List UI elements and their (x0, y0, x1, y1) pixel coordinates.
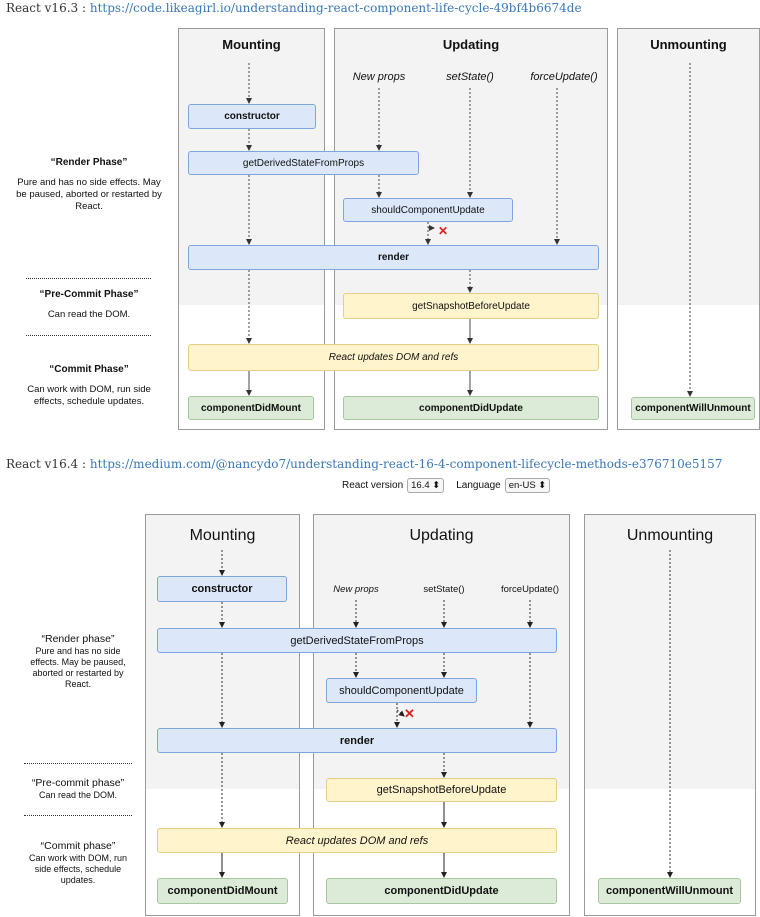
precommit-phase-desc: Can read the DOM. (38, 790, 118, 800)
render-phase-label: “Render phase” Pure and has no side effe… (28, 634, 128, 690)
should-component-update-box: shouldComponentUpdate (326, 678, 477, 703)
unmounting-header: Unmounting (650, 37, 727, 52)
component-will-unmount-box: componentWillUnmount (598, 878, 741, 904)
precommit-phase-title: “Pre-Commit Phase” (39, 289, 139, 300)
component-will-unmount-box: componentWillUnmount (631, 397, 755, 420)
get-derived-state-from-props-box: getDerivedStateFromProps (157, 628, 557, 653)
render-phase-desc: Pure and has no side effects. May be pau… (16, 177, 162, 212)
source-line-v163: React v16.3 : https://code.likeagirl.io/… (6, 1, 582, 15)
component-did-update-box: componentDidUpdate (343, 396, 599, 420)
trigger-force-update: forceUpdate() (500, 584, 560, 595)
phase-divider (24, 763, 132, 764)
constructor-box: constructor (188, 104, 316, 129)
component-did-update-box: componentDidUpdate (326, 878, 557, 904)
dom-update-box: React updates DOM and refs (157, 828, 557, 853)
get-derived-state-from-props-box: getDerivedStateFromProps (188, 151, 419, 175)
source-link[interactable]: https://medium.com/@nancydo7/understandi… (89, 457, 723, 471)
flow-arrows-v163 (246, 63, 693, 397)
source-line-v164: React v16.4 : https://medium.com/@nancyd… (6, 457, 722, 471)
render-phase-title: “Render Phase” (50, 157, 128, 168)
source-prefix: React v16.3 : (6, 1, 87, 15)
commit-phase-desc: Can work with DOM, run side effects, sch… (27, 384, 151, 407)
get-snapshot-before-update-box: getSnapshotBeforeUpdate (326, 778, 557, 802)
precommit-phase-desc: Can read the DOM. (47, 309, 131, 320)
cancel-x-icon: ✕ (438, 224, 449, 238)
commit-phase-label: “Commit phase” Can work with DOM, run si… (22, 841, 134, 886)
mounting-header: Mounting (222, 37, 281, 52)
precommit-phase-label: “Pre-Commit Phase” Can read the DOM. (14, 289, 164, 321)
cancel-x-icon: ✕ (404, 706, 415, 721)
version-select[interactable]: 16.4 ⬍ (407, 478, 445, 493)
precommit-phase-title: “Pre-commit phase” (31, 777, 125, 789)
dom-update-box: React updates DOM and refs (188, 344, 599, 371)
language-label: Language (456, 480, 501, 491)
trigger-set-state: setState() (446, 71, 494, 83)
version-label: React version (342, 480, 404, 491)
component-did-mount-box: componentDidMount (188, 396, 314, 420)
source-prefix: React v16.4 : (6, 457, 87, 471)
phase-divider (24, 815, 132, 816)
updating-header: Updating (409, 527, 474, 544)
phase-divider (26, 278, 151, 279)
precommit-phase-label: “Pre-commit phase” Can read the DOM. (18, 778, 138, 801)
get-snapshot-before-update-box: getSnapshotBeforeUpdate (343, 293, 599, 319)
commit-phase-label: “Commit Phase” Can work with DOM, run si… (24, 364, 154, 408)
commit-phase-title: “Commit Phase” (49, 364, 129, 375)
render-phase-label: “Render Phase” Pure and has no side effe… (14, 157, 164, 213)
render-box: render (157, 728, 557, 753)
language-select[interactable]: en-US ⬍ (504, 478, 551, 493)
source-link[interactable]: https://code.likeagirl.io/understanding-… (89, 1, 582, 15)
trigger-new-props: New props (333, 584, 379, 595)
commit-phase-title: “Commit phase” (40, 840, 116, 852)
trigger-new-props: New props (352, 71, 406, 83)
phase-divider (26, 335, 151, 336)
updating-header: Updating (442, 37, 500, 52)
constructor-box: constructor (157, 576, 287, 602)
version-controls: React version 16.4 ⬍ Language en-US ⬍ (342, 478, 551, 493)
render-phase-title: “Render phase” (41, 633, 115, 645)
trigger-force-update: forceUpdate() (530, 71, 598, 83)
component-did-mount-box: componentDidMount (157, 878, 288, 904)
arrow (396, 709, 405, 717)
trigger-set-state: setState() (423, 584, 465, 595)
render-box: render (188, 245, 599, 270)
should-component-update-box: shouldComponentUpdate (343, 198, 513, 222)
unmounting-header: Unmounting (626, 527, 714, 544)
render-phase-desc: Pure and has no side effects. May be pau… (30, 646, 126, 689)
commit-phase-desc: Can work with DOM, run side effects, sch… (28, 853, 128, 885)
mounting-header: Mounting (189, 527, 256, 544)
